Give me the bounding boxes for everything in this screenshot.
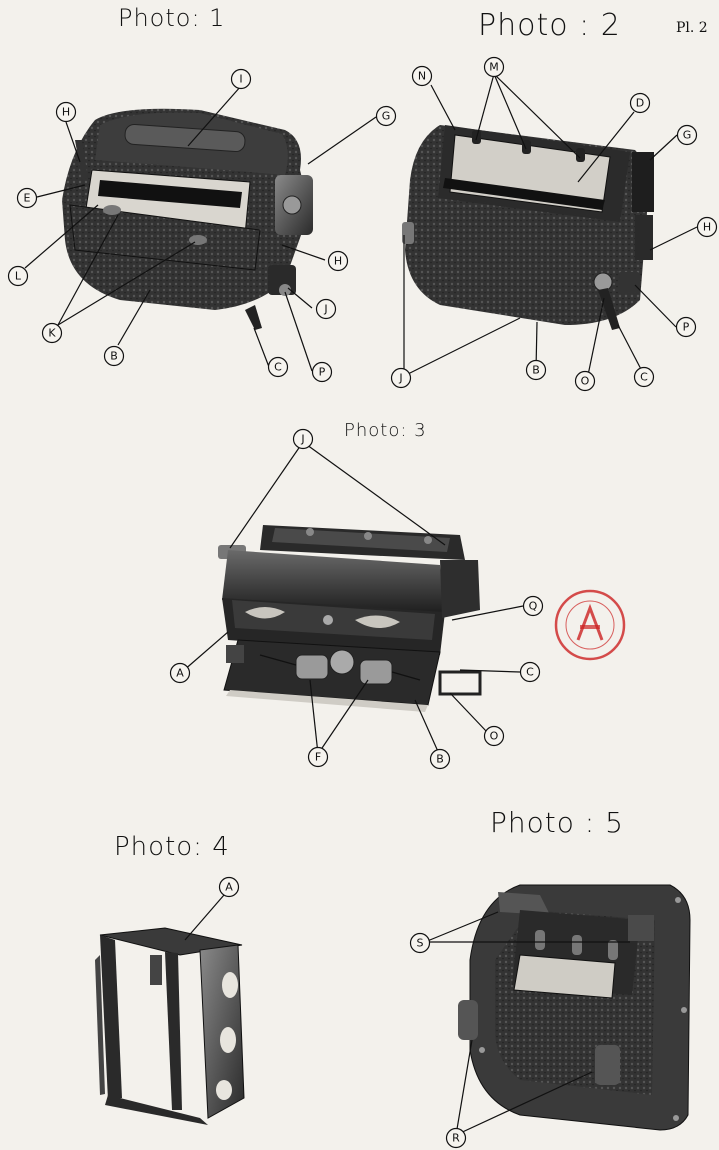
callout-p3-f: F xyxy=(307,746,329,768)
callout-p2-g: G xyxy=(676,124,698,146)
svg-text:I: I xyxy=(239,73,242,86)
svg-text:H: H xyxy=(62,106,70,119)
svg-text:E: E xyxy=(24,192,31,205)
svg-text:C: C xyxy=(640,371,648,384)
callout-p3-j: J xyxy=(292,428,314,450)
svg-text:H: H xyxy=(334,255,342,268)
svg-text:P: P xyxy=(319,366,326,379)
photo-1-title: Photo: 1 xyxy=(118,4,226,32)
callout-p1-h-top: H xyxy=(55,101,77,123)
callout-p1-l: L xyxy=(7,265,29,287)
callout-p4-a: A xyxy=(218,876,240,898)
callout-p1-p: P xyxy=(311,361,333,383)
callout-p5-r: R xyxy=(445,1127,467,1149)
svg-text:D: D xyxy=(636,97,644,110)
callout-p2-b: B xyxy=(525,359,547,381)
callout-p2-c: C xyxy=(633,366,655,388)
leader-lines xyxy=(24,73,698,1136)
svg-text:C: C xyxy=(274,361,282,374)
photo-2-title: Photo : 2 xyxy=(478,8,621,43)
svg-text:H: H xyxy=(703,221,711,234)
svg-text:S: S xyxy=(417,937,424,950)
callout-p3-a: A xyxy=(169,662,191,684)
photo-3-title: Photo: 3 xyxy=(344,420,427,441)
callout-p3-b: B xyxy=(429,748,451,770)
callout-p3-q: Q xyxy=(522,595,544,617)
callout-p1-h-right: H xyxy=(327,250,349,272)
svg-text:K: K xyxy=(48,327,56,340)
plate-number: Pl. 2 xyxy=(676,20,708,36)
svg-text:R: R xyxy=(452,1132,460,1145)
callout-p1-g: G xyxy=(375,105,397,127)
callout-p2-j: J xyxy=(390,367,412,389)
svg-text:B: B xyxy=(110,350,118,363)
callout-p1-j: J xyxy=(315,298,337,320)
svg-text:J: J xyxy=(323,303,327,316)
callout-p1-e: E xyxy=(16,187,38,209)
svg-text:J: J xyxy=(398,372,402,385)
library-stamp xyxy=(554,589,626,661)
callout-p2-n: N xyxy=(411,65,433,87)
svg-text:B: B xyxy=(532,364,540,377)
svg-text:G: G xyxy=(683,129,692,142)
photo-1-device xyxy=(62,108,313,330)
photo-3-device xyxy=(218,525,482,712)
callout-labels: I H G E L K H J B C P N M D G H P J B O … xyxy=(7,56,718,1149)
callout-p1-c: C xyxy=(267,356,289,378)
photo-5-plate xyxy=(458,884,691,1131)
callout-p2-o: O xyxy=(574,370,596,392)
svg-text:J: J xyxy=(300,433,304,446)
callout-p5-s: S xyxy=(409,932,431,954)
callout-p1-i: I xyxy=(230,68,252,90)
svg-text:L: L xyxy=(15,270,22,283)
callout-p1-b: B xyxy=(103,345,125,367)
svg-text:M: M xyxy=(489,61,499,74)
svg-text:P: P xyxy=(683,321,690,334)
svg-text:B: B xyxy=(436,753,444,766)
photo-5-title: Photo : 5 xyxy=(490,806,624,839)
callout-p2-h: H xyxy=(696,216,718,238)
callout-p2-d: D xyxy=(629,92,651,114)
photo-4-frame xyxy=(95,927,245,1125)
svg-text:A: A xyxy=(225,881,233,894)
callout-p1-k: K xyxy=(41,322,63,344)
svg-text:G: G xyxy=(382,110,391,123)
callout-p2-p: P xyxy=(675,316,697,338)
svg-text:O: O xyxy=(581,375,590,388)
svg-text:Q: Q xyxy=(529,600,538,613)
svg-text:C: C xyxy=(526,666,534,679)
callout-p3-c: C xyxy=(519,661,541,683)
photo-2-device xyxy=(402,125,654,330)
photo-4-title: Photo: 4 xyxy=(114,832,230,862)
svg-text:O: O xyxy=(490,730,499,743)
svg-text:A: A xyxy=(176,667,184,680)
svg-text:F: F xyxy=(315,751,321,764)
callout-p3-o: O xyxy=(483,725,505,747)
svg-text:N: N xyxy=(418,70,426,83)
callout-p2-m: M xyxy=(483,56,505,78)
